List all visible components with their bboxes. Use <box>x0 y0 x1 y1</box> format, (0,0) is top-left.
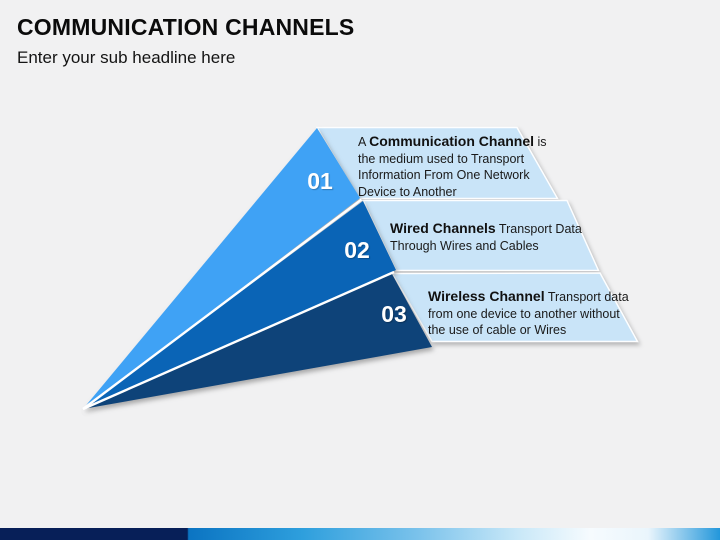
slide-subtitle: Enter your sub headline here <box>17 47 236 67</box>
segment-2-title: Wired Channels <box>390 220 496 236</box>
segment-3-number: 03 <box>381 301 407 327</box>
segment-2-text: Wired Channels Transport Data Through Wi… <box>390 220 586 254</box>
segment-1-number: 01 <box>307 168 333 194</box>
segment-1-rest: is the medium used to Transport Informat… <box>358 135 547 199</box>
segment-1-prefix: A <box>358 135 370 149</box>
segment-1-title: Communication Channel <box>369 133 535 149</box>
segment-3-rest: Transport data from one device to anothe… <box>428 290 629 337</box>
segment-3-title: Wireless Channel <box>428 288 545 304</box>
segment-2-wedge <box>83 201 396 409</box>
segment-3-wedge <box>83 274 432 409</box>
slide-title: COMMUNICATION CHANNELS <box>17 14 355 40</box>
segment-1-wedge <box>83 128 360 409</box>
separator-2 <box>82 270 395 411</box>
segment-3-box <box>390 272 639 343</box>
slide-header: COMMUNICATION CHANNELS Enter your sub he… <box>17 13 354 68</box>
segment-1-text: A Communication Channel is the medium us… <box>358 133 554 200</box>
separator-1 <box>82 198 363 410</box>
segment-2-number: 02 <box>344 237 370 263</box>
segment-2-rest: Transport Data Through Wires and Cables <box>390 222 582 253</box>
footer-gradient-bar <box>0 528 720 540</box>
segment-3-text: Wireless Channel Transport data from one… <box>428 288 630 339</box>
